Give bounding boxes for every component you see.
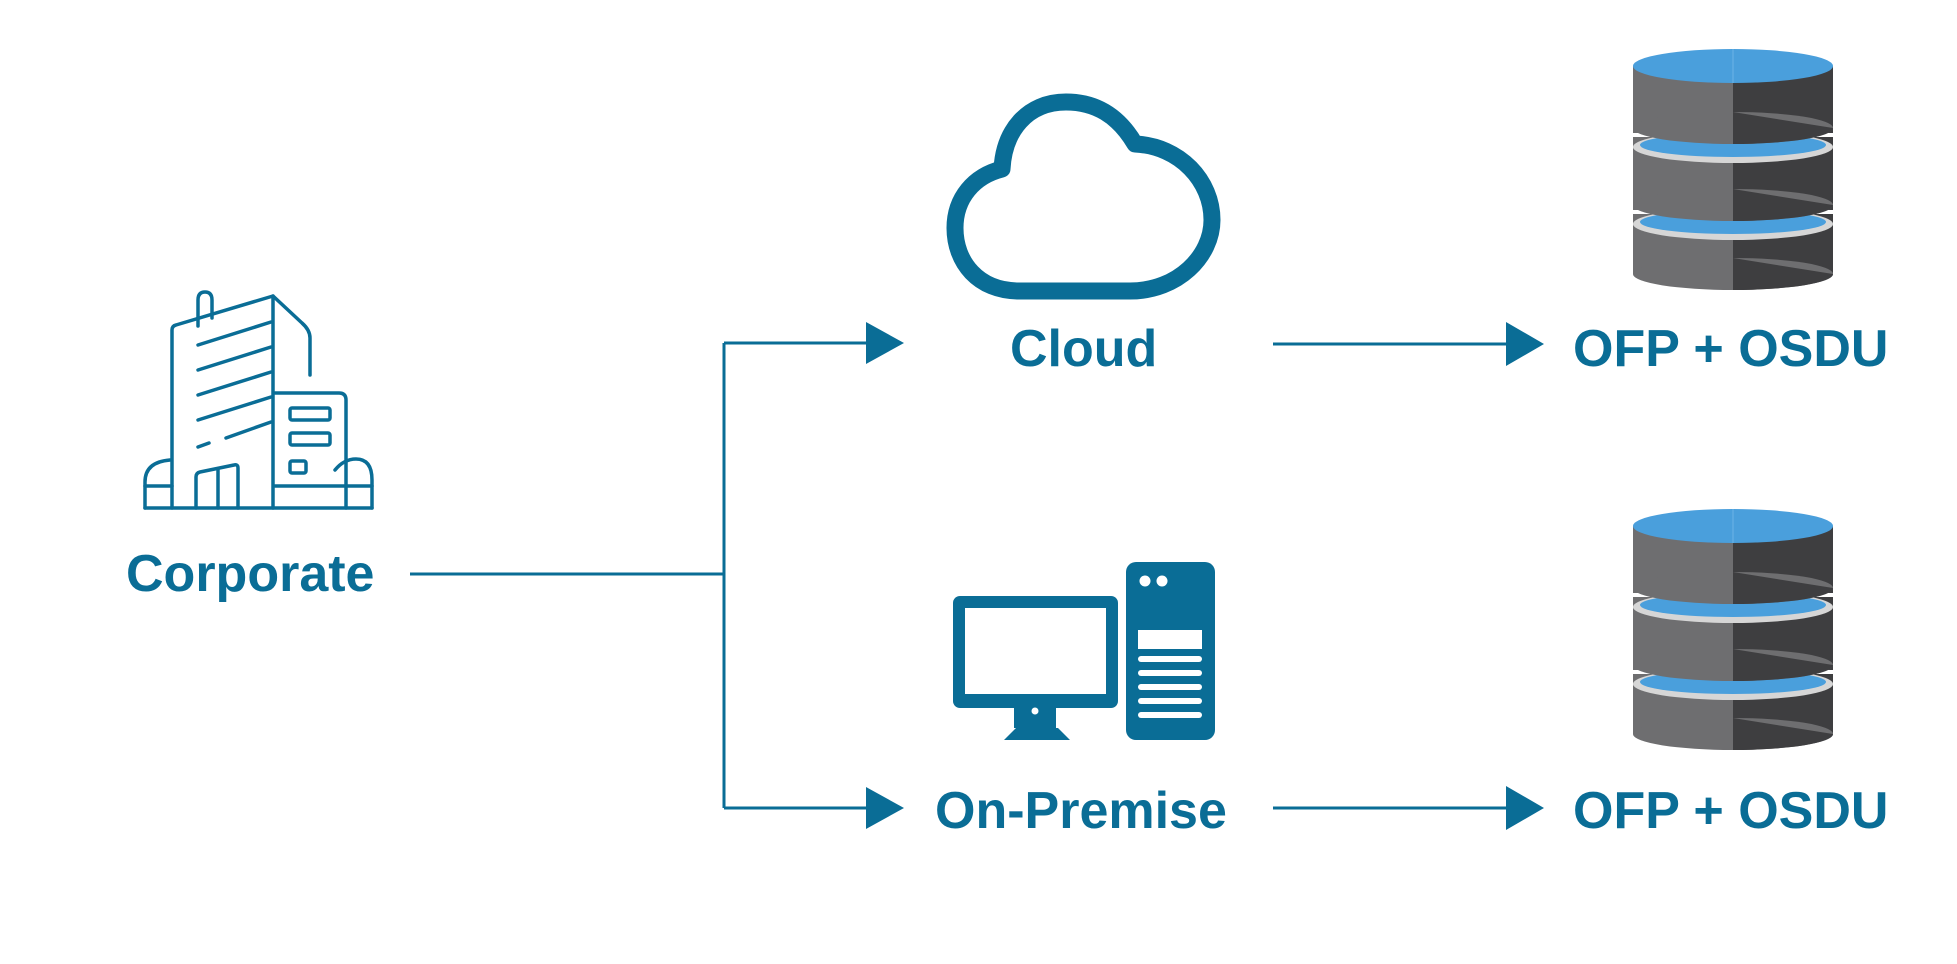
arrow-to-db-bottom	[1506, 786, 1544, 830]
arrowheads	[866, 322, 1544, 830]
target-top-label: OFP + OSDU	[1573, 320, 1889, 378]
monitor-stand	[1014, 708, 1056, 728]
arrow-to-db-top	[1506, 322, 1544, 366]
monitor-screen	[965, 608, 1106, 694]
cloud-label: Cloud	[1010, 320, 1158, 378]
connectors	[410, 341, 1510, 810]
database-icon	[1633, 509, 1833, 750]
cloud-icon	[946, 93, 1221, 300]
arrow-to-cloud	[866, 322, 904, 364]
target-bottom-label: OFP + OSDU	[1573, 782, 1889, 840]
server-tower	[1126, 562, 1215, 740]
database-icon	[1633, 49, 1833, 290]
corporate-label: Corporate	[126, 545, 375, 603]
office-building-icon	[143, 290, 374, 510]
desktop-server-icon	[953, 562, 1215, 740]
on-premise-label: On-Premise	[935, 782, 1227, 840]
arrow-to-onprem	[866, 787, 904, 829]
